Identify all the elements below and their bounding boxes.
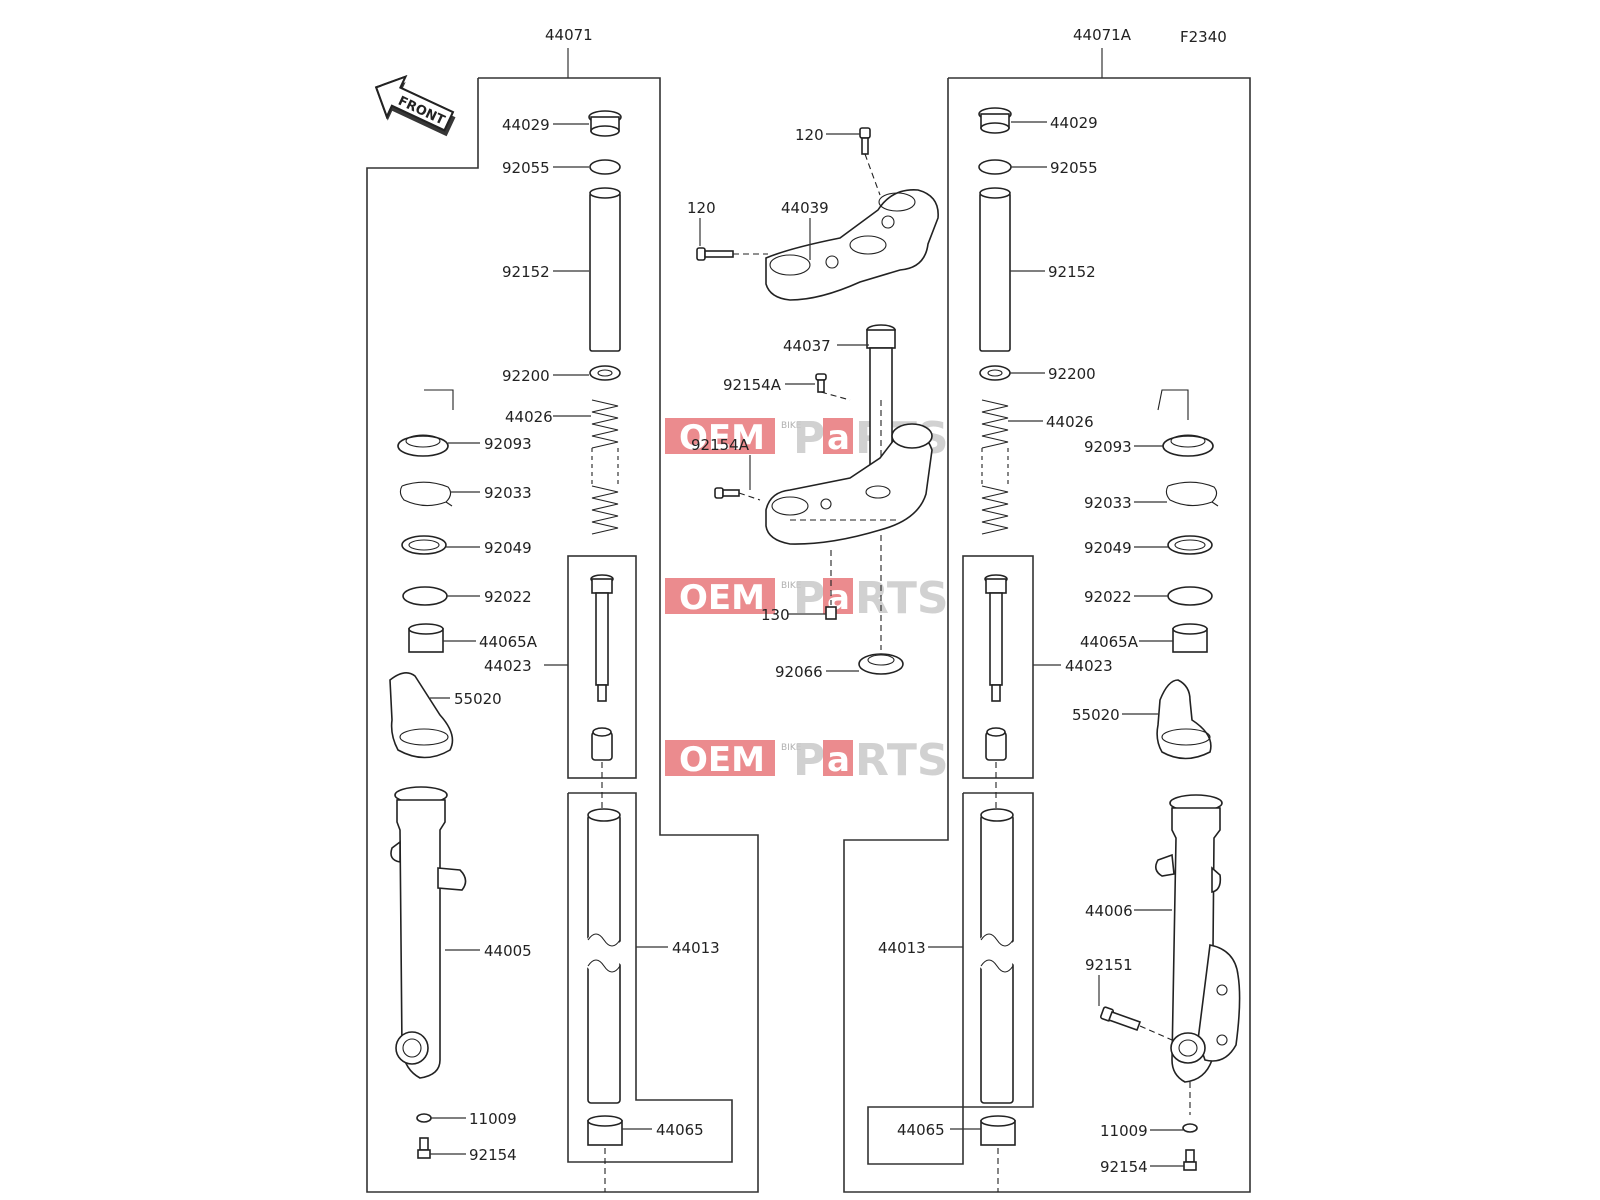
label-92049-right: 92049 [1084,539,1132,557]
label-120-left: 120 [687,199,716,217]
svg-text:BIKE: BIKE [781,581,802,591]
svg-text:RTS: RTS [855,573,949,624]
label-44026-right: 44026 [1046,413,1094,431]
label-44006: 44006 [1085,902,1133,920]
label-92022-left: 92022 [484,588,532,606]
front-arrow-icon: FRONT [374,74,456,137]
label-44065-left: 44065 [656,1121,704,1139]
right-parts [978,107,1241,1192]
label-44013-right: 44013 [878,939,926,957]
part-labels: 44029 92055 92152 92200 44026 92093 9203… [454,114,1148,1176]
label-44065A-right: 44065A [1080,633,1139,651]
label-130: 130 [761,606,790,624]
label-44065A-left: 44065A [479,633,538,651]
label-44023-left: 44023 [484,657,532,675]
label-11009-right: 11009 [1100,1122,1148,1140]
svg-text:P: P [793,573,825,624]
label-92066: 92066 [775,663,823,681]
label-92154A-upper: 92154A [723,376,782,394]
label-92093-right: 92093 [1084,438,1132,456]
svg-text:P: P [793,735,825,786]
leader-lines [430,121,1184,1167]
assembly-label-left: 44071 [545,26,593,44]
label-92055-right: 92055 [1050,159,1098,177]
svg-text:BIKE: BIKE [781,743,802,753]
label-120-top: 120 [795,126,824,144]
right-assembly-frame: 44071A [843,26,1251,1193]
label-92022-right: 92022 [1084,588,1132,606]
label-44023-right: 44023 [1065,657,1113,675]
label-44039: 44039 [781,199,829,217]
svg-text:a: a [827,740,850,780]
label-92154A-lower: 92154A [691,436,750,454]
label-92093-left: 92093 [484,435,532,453]
label-44065-right: 44065 [897,1121,945,1139]
svg-text:OEM: OEM [679,578,765,618]
label-92049-left: 92049 [484,539,532,557]
label-92055-left: 92055 [502,159,550,177]
label-44029-left: 44029 [502,116,550,134]
label-92151: 92151 [1085,956,1133,974]
svg-text:RTS: RTS [855,735,949,786]
label-92033-left: 92033 [484,484,532,502]
assembly-label-right: 44071A [1073,26,1132,44]
svg-text:P: P [793,413,825,464]
label-55020-left: 55020 [454,690,502,708]
label-11009-left: 11009 [469,1110,517,1128]
svg-text:OEM: OEM [679,418,765,458]
label-92033-right: 92033 [1084,494,1132,512]
label-92152-right: 92152 [1048,263,1096,281]
label-44026-left: 44026 [505,408,553,426]
label-92154-left: 92154 [469,1146,517,1164]
label-92152-left: 92152 [502,263,550,281]
label-92200-left: 92200 [502,367,550,385]
label-44005: 44005 [484,942,532,960]
left-parts [389,110,623,1192]
svg-text:BIKE: BIKE [781,421,802,431]
label-92154-right: 92154 [1100,1158,1148,1176]
watermark: OEM BIKE P a RTS OEM BIKE P a RTS OEM BI… [665,413,949,786]
label-44013-left: 44013 [672,939,720,957]
label-44037: 44037 [783,337,831,355]
label-55020-right: 55020 [1072,706,1120,724]
center-parts [696,127,939,675]
left-assembly-frame: 44071 [366,26,759,1193]
label-44029-right: 44029 [1050,114,1098,132]
svg-text:a: a [827,418,850,458]
diagram-code: F2340 [1180,28,1227,46]
label-92200-right: 92200 [1048,365,1096,383]
svg-text:OEM: OEM [679,740,765,780]
